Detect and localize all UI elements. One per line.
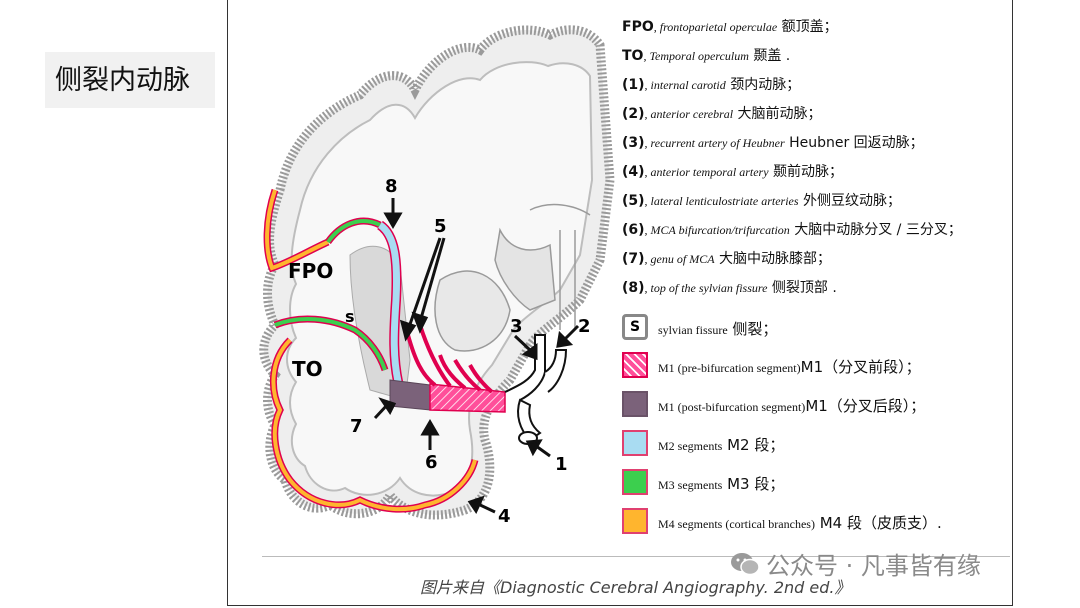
swatch-m1-pre (622, 352, 648, 378)
swatch-label-m4: M4 segments (cortical branches) M4 段（皮质支… (658, 512, 942, 533)
label-1: 1 (555, 454, 568, 475)
label-to: TO (292, 357, 323, 381)
legend-item-fpo: FPO, frontoparietal operculae 额顶盖； (622, 16, 838, 36)
swatch-label-m3: M3 segments M3 段； (658, 473, 784, 494)
watermark: 公众号 · 凡事皆有缘 (730, 546, 981, 582)
swatch-label-m1-pre: M1 (pre-bifurcation segment)M1（分叉前段）； (658, 356, 921, 377)
legend-item-6: (6), MCA bifurcation/trifurcation 大脑中动脉分… (622, 219, 962, 239)
swatch-m3 (622, 469, 648, 495)
label-8: 8 (385, 176, 398, 197)
legend-item-2: (2), anterior cerebral 大脑前动脉； (622, 103, 822, 123)
swatch-m1-post (622, 391, 648, 417)
legend-item-3: (3), recurrent artery of Heubner Heubner… (622, 132, 924, 152)
label-7: 7 (350, 416, 363, 437)
m1-post-bifurcation (390, 380, 430, 410)
legend-item-7: (7), genu of MCA 大脑中动脉膝部； (622, 248, 831, 268)
swatch-label-sylvian: sylvian fissure 侧裂； (658, 318, 777, 339)
wechat-icon (730, 552, 760, 582)
label-fpo: FPO (288, 259, 333, 283)
legend-item-8: (8), top of the sylvian fissure 侧裂顶部 . (622, 277, 837, 297)
legend-item-1: (1), internal carotid 颈内动脉； (622, 74, 800, 94)
slide-title: 侧裂内动脉 (55, 58, 190, 97)
label-4: 4 (498, 506, 511, 527)
legend-item-5: (5), lateral lenticulostriate arteries 外… (622, 190, 901, 210)
label-5: 5 (434, 216, 447, 237)
swatch-sylvian-fissure: S (622, 314, 648, 340)
swatch-m4 (622, 508, 648, 534)
label-s: s (345, 307, 355, 326)
swatch-label-m1-post: M1 (post-bifurcation segment)M1（分叉后段）； (658, 395, 925, 416)
label-3: 3 (510, 316, 523, 337)
label-2: 2 (578, 316, 591, 337)
legend-item-to: TO, Temporal operculum 颞盖 . (622, 45, 790, 65)
watermark-text: 公众号 · 凡事皆有缘 (766, 552, 981, 580)
brain-coronal-diagram: FPO TO s 8 5 3 2 7 6 1 4 (230, 0, 620, 552)
label-6: 6 (425, 452, 438, 473)
swatch-label-m2: M2 segments M2 段； (658, 434, 784, 455)
legend-item-4: (4), anterior temporal artery 颞前动脉； (622, 161, 843, 181)
swatch-m2 (622, 430, 648, 456)
